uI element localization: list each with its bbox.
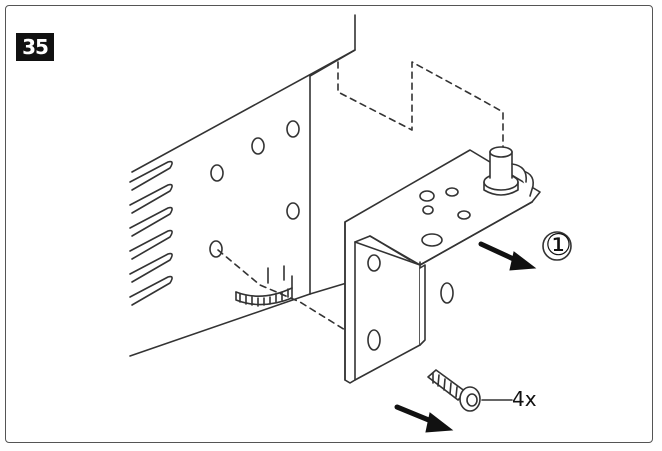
unscrew-arrow-head: [425, 412, 454, 433]
vent-slots: [129, 160, 173, 306]
step-number-badge: 35: [16, 33, 54, 61]
appliance-front-edge: [309, 49, 356, 77]
hinge-pin: [483, 146, 535, 197]
callout-step-1: ①: [545, 228, 572, 263]
screw: [427, 369, 513, 412]
direction-arrows: [394, 241, 537, 433]
hinge-guide-dashed: [337, 61, 504, 161]
appliance-side-bottom: [309, 281, 351, 295]
appliance-bottom-edge: [129, 293, 311, 357]
callout-screw-quantity: 4x: [512, 387, 537, 411]
figure-frame: [5, 5, 653, 443]
slide-arrow-head: [509, 251, 537, 271]
leveling-foot: [235, 265, 293, 307]
appliance-top-edge: [131, 14, 356, 173]
callout-circle: [542, 231, 572, 261]
hinge-bracket: [344, 149, 541, 384]
mounting-holes: [209, 120, 300, 258]
